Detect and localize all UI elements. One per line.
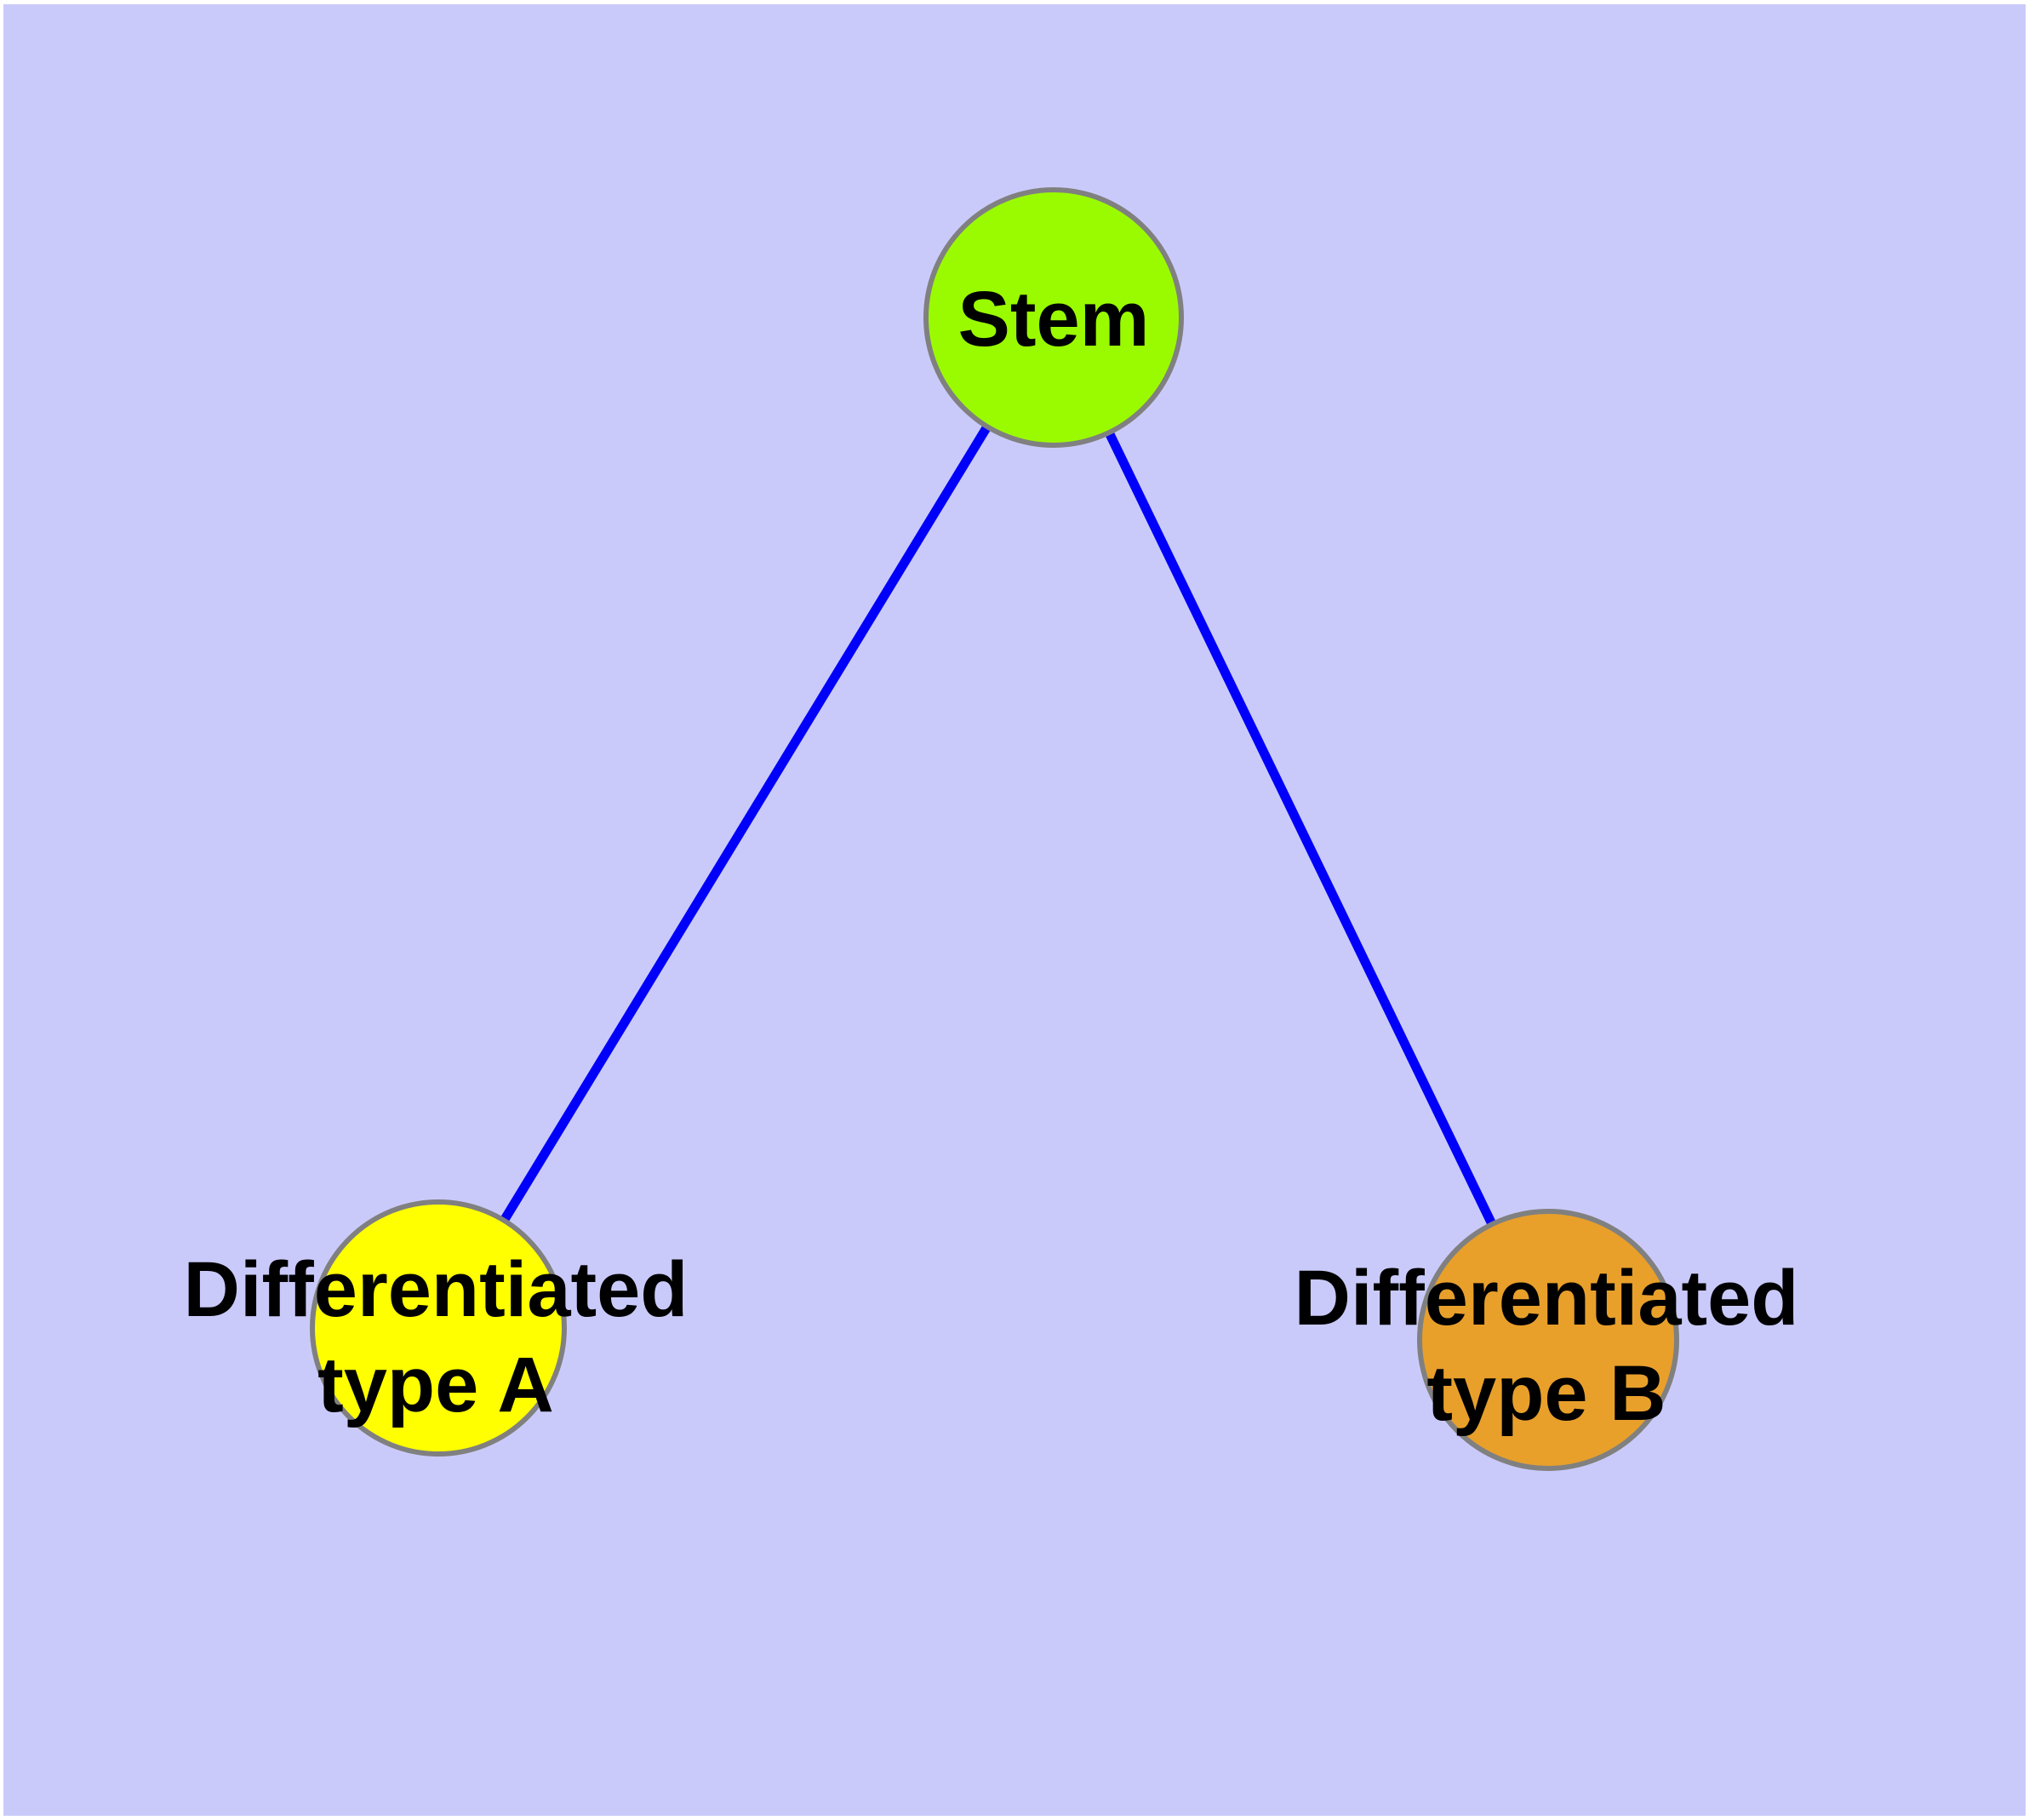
node-stem-label: Stem bbox=[958, 276, 1150, 363]
node-type-a-label-line2: type A bbox=[317, 1342, 554, 1428]
node-type-b-circle bbox=[1417, 1209, 1679, 1471]
node-type-a-circle bbox=[310, 1199, 567, 1457]
node-type-b-label-line2: type B bbox=[1426, 1350, 1666, 1437]
node-type-b-label-line1: Differentiated bbox=[1295, 1255, 1799, 1342]
edge-stem-to-type-a bbox=[500, 424, 992, 1223]
node-type-a-label-line1: Differentiated bbox=[184, 1246, 689, 1333]
node-stem-circle bbox=[923, 187, 1184, 448]
edge-stem-to-type-b bbox=[1105, 430, 1496, 1227]
